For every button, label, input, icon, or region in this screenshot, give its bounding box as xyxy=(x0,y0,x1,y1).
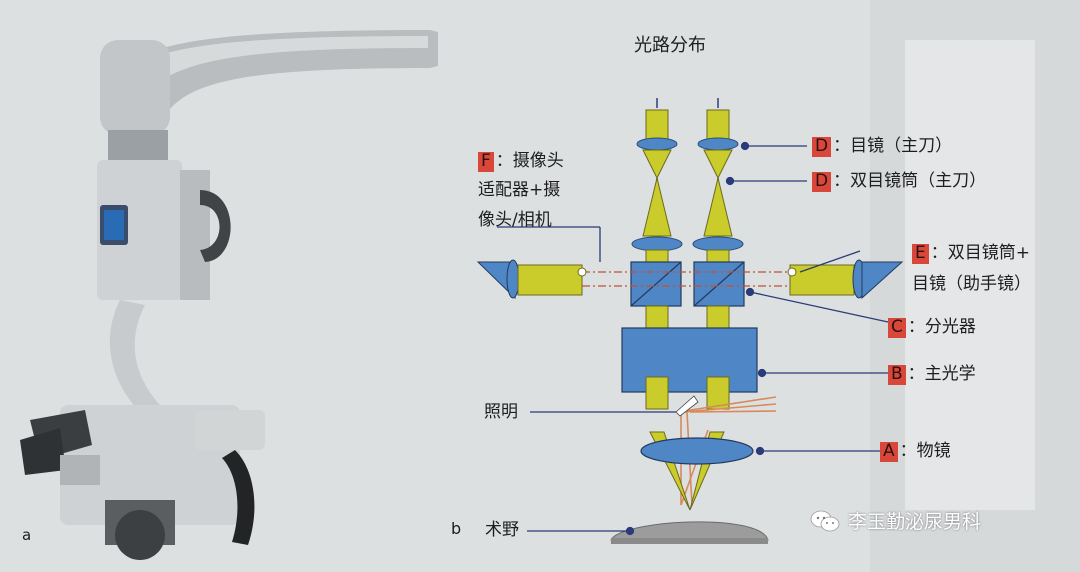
label-objective: A：物镜 xyxy=(880,442,951,462)
label-assistant-tag: E xyxy=(912,244,929,264)
label-splitter-text: ：分光器 xyxy=(907,317,976,337)
label-objective-tag: A xyxy=(880,442,898,462)
surgical-field xyxy=(610,521,769,541)
diagram-title: 光路分布 xyxy=(634,35,706,56)
branch-axis-lines xyxy=(582,271,800,287)
tube-lenses xyxy=(631,236,744,252)
beam-splitter xyxy=(630,249,745,333)
label-main-optics-text: ：主光学 xyxy=(907,364,976,384)
label-eyepiece-tag: D xyxy=(812,137,832,157)
label-main-optics: B：主光学 xyxy=(888,365,976,385)
eyepiece-lenses xyxy=(636,137,739,151)
camera-branch xyxy=(476,259,587,300)
wechat-icon xyxy=(810,510,840,532)
label-splitter: C：分光器 xyxy=(888,318,976,338)
label-camera-text1: ：摄像头 xyxy=(495,151,564,171)
label-surgical-field: 术野 xyxy=(485,520,519,540)
label-binocular-text: ：双目镜筒（主刀） xyxy=(833,171,987,191)
assistant-branch xyxy=(787,259,904,300)
label-main-optics-tag: B xyxy=(888,365,906,385)
microscope-illustration xyxy=(20,30,438,560)
label-assistant-line1: E：双目镜筒+ xyxy=(912,244,1030,264)
label-eyepiece-text: ：目镜（主刀） xyxy=(833,136,953,156)
label-camera-line1: F：摄像头 xyxy=(478,152,564,172)
label-binocular-tag: D xyxy=(812,172,832,192)
label-lighting: 照明 xyxy=(484,402,518,422)
label-eyepiece: D：目镜（主刀） xyxy=(812,137,952,157)
illumination-mirror xyxy=(675,395,699,417)
label-camera-tag: F xyxy=(478,152,494,172)
light-cones-upper xyxy=(642,149,733,237)
label-camera-line3: 像头/相机 xyxy=(478,210,552,230)
watermark-text: 李玉勤泌尿男科 xyxy=(848,511,982,533)
label-camera-line2: 适配器+摄 xyxy=(478,180,561,200)
label-splitter-tag: C xyxy=(888,318,906,338)
panel-label-b: b xyxy=(451,519,462,538)
label-assistant-line2: 目镜（助手镜） xyxy=(912,274,1031,294)
leader-lines xyxy=(497,141,889,536)
objective-lens xyxy=(640,437,754,465)
panel-label-a: a xyxy=(22,526,32,544)
label-assistant-text1: ：双目镜筒+ xyxy=(930,243,1030,263)
label-objective-text: ：物镜 xyxy=(899,441,951,461)
watermark: 李玉勤泌尿男科 xyxy=(810,507,981,534)
lower-tubes xyxy=(645,376,730,410)
main-optics-block xyxy=(621,327,758,393)
label-binocular: D：双目镜筒（主刀） xyxy=(812,172,986,192)
